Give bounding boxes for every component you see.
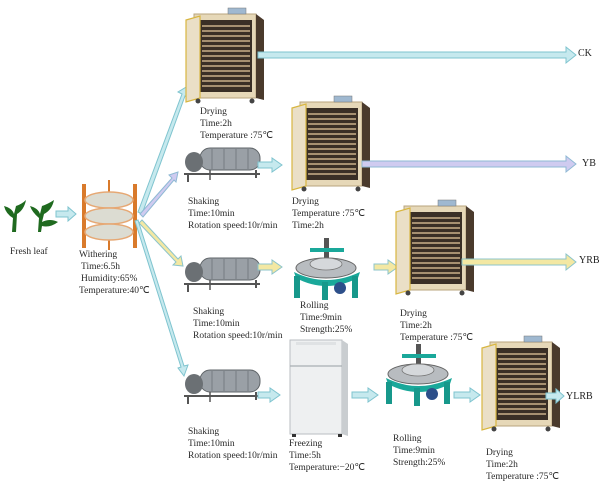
step-param: Strength:25% [300, 325, 353, 335]
step-param: Time:10min [193, 319, 240, 329]
step-param: Time:2h [400, 321, 432, 331]
yb-drying-label: Drying Temperature :75℃ Time:2h [292, 196, 365, 232]
step-param: Temperature:40℃ [79, 286, 150, 296]
arrow-to-yb [361, 154, 577, 174]
step-title: Shaking [193, 307, 225, 317]
ylrb-rolling-label: Rolling Time:9min Strength:25% [393, 433, 445, 469]
step-title: Shaking [188, 427, 220, 437]
output-yrb: YRB [579, 255, 600, 266]
step-param: Humidity:65% [81, 274, 138, 284]
step-param: Strength:25% [393, 458, 446, 468]
step-param: Temperature :75℃ [200, 131, 274, 141]
step-param: Temperature :75℃ [486, 472, 560, 482]
step-param: Rotation speed:10r/min [188, 451, 278, 461]
step-param: Time:2h [200, 119, 232, 129]
arrow-to-ylrb [545, 387, 565, 405]
arrow-shaker-to-dryer-yb [257, 157, 283, 173]
yb-shaking-label: Shaking Time:10min Rotation speed:10r/mi… [188, 196, 277, 232]
rolling-machine-icon [293, 237, 361, 301]
output-ylrb: YLRB [566, 391, 593, 402]
branch-arrow-yb [139, 171, 179, 218]
arrow-fridge-to-roller [351, 387, 379, 403]
arrow-shaker-to-roller-yrb [257, 259, 283, 275]
step-param: Time:6.5h [81, 262, 120, 272]
branch-arrow-ylrb [134, 219, 189, 378]
step-title: Rolling [393, 434, 422, 444]
step-title: Withering [79, 250, 118, 260]
ylrb-drying-label: Drying Time:2h Temperature :75℃ [486, 447, 559, 483]
step-param: Time:10min [188, 209, 235, 219]
step-param: Time:10min [188, 439, 235, 449]
step-param: Rotation speed:10r/min [188, 221, 278, 231]
step-title: Rolling [300, 301, 329, 311]
yrb-rolling-label: Rolling Time:9min Strength:25% [300, 300, 352, 336]
step-param: Time:9min [300, 313, 342, 323]
output-yb: YB [582, 158, 596, 169]
branch-arrow-yrb [138, 219, 184, 267]
step-param: Time:5h [289, 451, 321, 461]
step-title: Freezing [289, 439, 323, 449]
step-title: Drying [400, 309, 427, 319]
rolling-machine-icon [385, 343, 453, 407]
shaker-drum-icon [183, 147, 261, 183]
arrow-to-ck [257, 45, 577, 65]
withering-label: Withering Time:6.5h Humidity:65% Tempera… [79, 249, 150, 297]
yrb-shaking-label: Shaking Time:10min Rotation speed:10r/mi… [193, 306, 282, 342]
withering-rack-icon [82, 180, 137, 250]
step-title: Drying [200, 107, 227, 117]
step-param: Temperature :75℃ [400, 333, 474, 343]
ck-drying-label: Drying Time:2h Temperature :75℃ [200, 106, 273, 142]
shaker-drum-icon [183, 369, 261, 405]
dryer-icon [185, 7, 265, 105]
step-param: Time:2h [486, 460, 518, 470]
ylrb-shaking-label: Shaking Time:10min Rotation speed:10r/mi… [188, 426, 277, 462]
output-ck: CK [578, 48, 592, 59]
step-param: Time:9min [393, 446, 435, 456]
dryer-icon [291, 95, 371, 193]
step-param: Time:2h [292, 221, 324, 231]
refrigerator-icon [289, 339, 349, 438]
step-param: Temperature:−20℃ [289, 463, 366, 473]
branch-arrow-ck [137, 85, 190, 215]
step-title: Drying [486, 448, 513, 458]
dryer-icon [395, 199, 475, 297]
arrow-to-yrb [461, 252, 577, 272]
step-param: Temperature :75℃ [292, 209, 366, 219]
yrb-drying-label: Drying Time:2h Temperature :75℃ [400, 308, 473, 344]
tea-leaf-icon [4, 200, 58, 232]
shaker-drum-icon [183, 257, 261, 293]
step-param: Rotation speed:10r/min [193, 331, 283, 341]
arrow-roller-to-dryer-ylrb [453, 387, 481, 403]
ylrb-freezing-label: Freezing Time:5h Temperature:−20℃ [289, 438, 365, 474]
arrow-leaf-to-withering [55, 205, 77, 223]
step-title: Drying [292, 197, 319, 207]
arrow-shaker-to-fridge [257, 387, 281, 403]
fresh-leaf-label: Fresh leaf [10, 247, 48, 257]
dryer-icon [481, 335, 561, 433]
step-title: Shaking [188, 197, 220, 207]
arrow-roller-to-dryer-yrb [373, 259, 399, 275]
